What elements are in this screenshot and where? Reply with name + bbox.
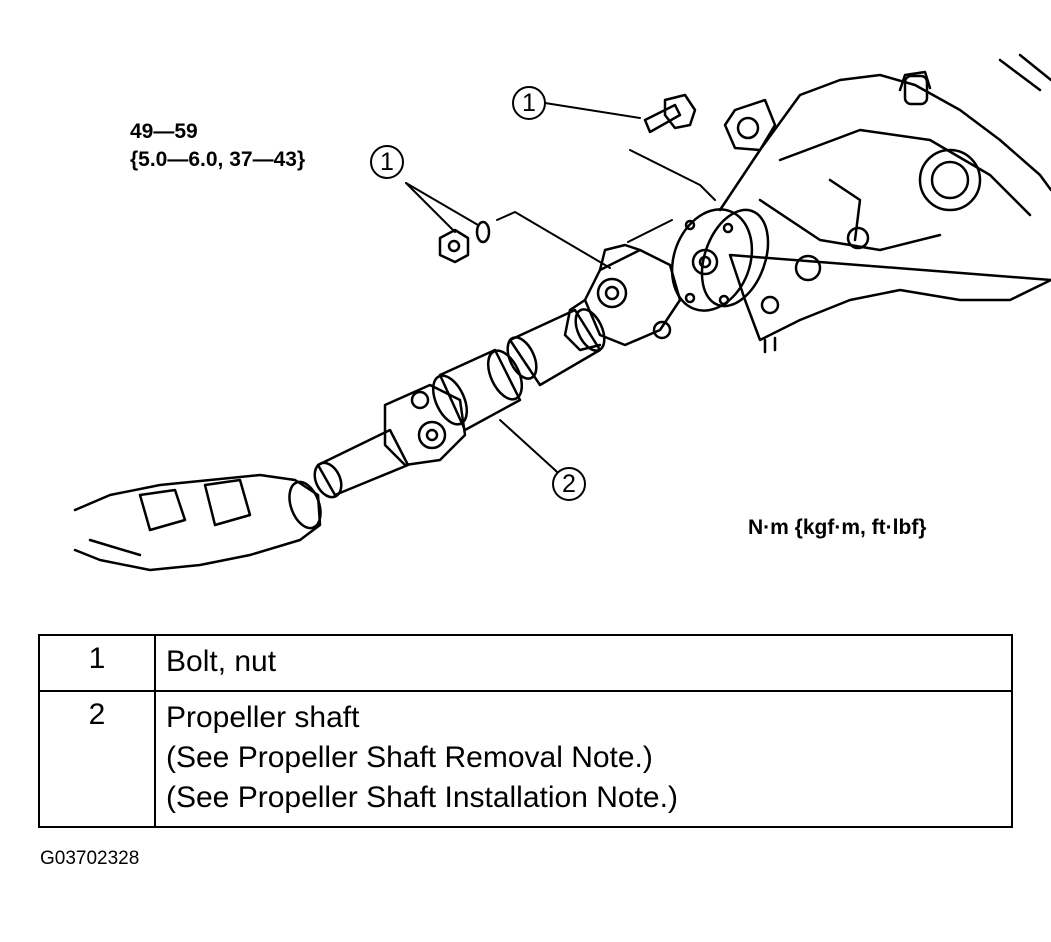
units-label: N·m {kgf·m, ft·lbf} [748, 516, 927, 539]
exploded-diagram: 49—59 {5.0—6.0, 37—43} 1 1 2 N·m {kgf·m,… [73, 53, 1051, 572]
nut-and-washer [438, 220, 491, 264]
legend-row: 1 Bolt, nut [38, 634, 1013, 692]
parts-legend-table: 1 Bolt, nut 2 Propeller shaft (See Prope… [38, 634, 1013, 828]
legend-line: (See Propeller Shaft Installation Note.) [166, 781, 678, 814]
slip-yoke [313, 428, 410, 499]
legend-line: Propeller shaft [166, 701, 360, 734]
leader-lines [405, 102, 716, 476]
differential-housing [718, 53, 1051, 354]
front-universal-joint [383, 383, 467, 467]
bolt [643, 93, 697, 134]
transmission-extension [73, 473, 322, 572]
figure-id: G03702328 [40, 848, 140, 869]
propeller-shaft-illustration [73, 53, 1051, 572]
torque-spec-alt: {5.0—6.0, 37—43} [130, 148, 306, 171]
legend-description: Propeller shaft (See Propeller Shaft Rem… [154, 690, 1013, 828]
callout-nut: 1 [370, 145, 404, 179]
torque-spec: 49—59 {5.0—6.0, 37—43} [130, 118, 305, 174]
torque-spec-nm: 49—59 [130, 120, 198, 143]
legend-line: (See Propeller Shaft Removal Note.) [166, 741, 653, 774]
companion-flange [670, 208, 770, 312]
rear-universal-joint [563, 243, 682, 352]
callout-propeller-shaft: 2 [552, 467, 586, 501]
shaft-sleeve [506, 308, 606, 387]
legend-number: 2 [38, 690, 156, 828]
propeller-tube [431, 348, 524, 432]
legend-description: Bolt, nut [154, 634, 1013, 692]
legend-row: 2 Propeller shaft (See Propeller Shaft R… [38, 690, 1013, 828]
legend-line: Bolt, nut [166, 645, 277, 678]
legend-number: 1 [38, 634, 156, 692]
callout-bolt: 1 [512, 86, 546, 120]
